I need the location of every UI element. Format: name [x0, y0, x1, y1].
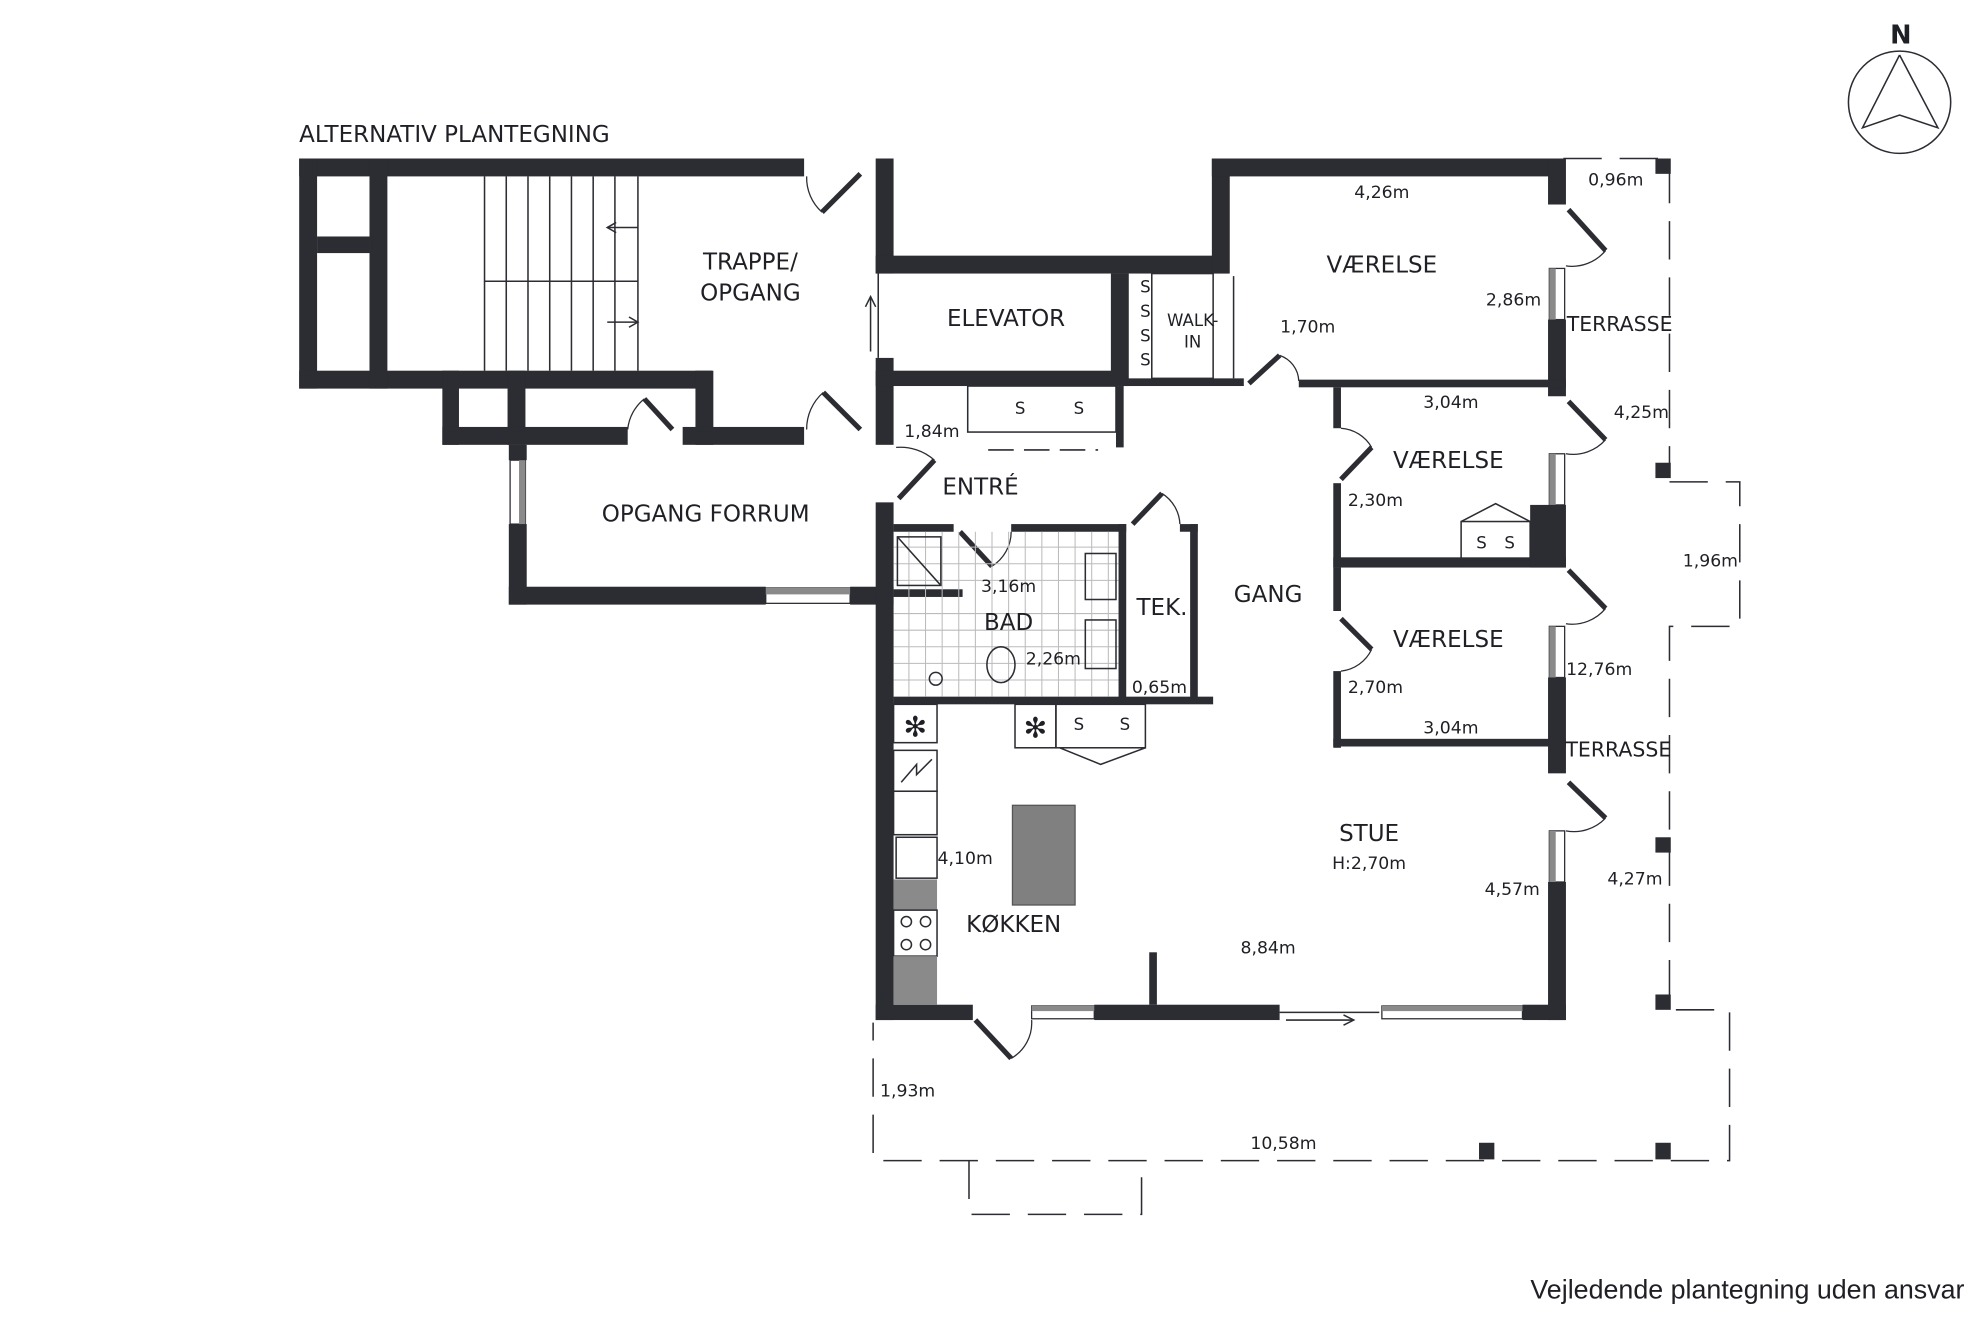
dim-stue-width: 8,84m — [1240, 939, 1295, 959]
fixtures: ✻ ✻ — [892, 272, 1531, 1005]
doors — [627, 172, 1608, 1061]
dim-v2-depth: 2,30m — [1348, 491, 1403, 511]
dimension-labels: 4,26m 2,86m 0,96m 1,70m 3,04m 4,25m 2,30… — [880, 170, 1738, 1154]
dim-terrace-side: 1,96m — [1683, 551, 1738, 571]
storage-mark: S — [1074, 715, 1085, 734]
label-vaerelse-2: VÆRELSE — [1393, 448, 1504, 474]
dim-bad-depth: 2,26m — [1026, 650, 1081, 670]
dim-entre: 1,84m — [904, 422, 959, 442]
label-elevator: ELEVATOR — [947, 306, 1065, 332]
storage-mark: S — [1074, 399, 1085, 418]
storage-mark: S — [1120, 715, 1131, 734]
dim-v1-depth: 2,86m — [1486, 291, 1541, 311]
storage-mark: S — [1476, 533, 1487, 552]
dim-v3-depth: 2,70m — [1348, 678, 1403, 698]
label-opgang: OPGANG — [700, 280, 801, 306]
dim-koekken: 4,10m — [938, 849, 993, 869]
label-terrasse-1: TERRASSE — [1566, 312, 1673, 336]
label-walkin-2: IN — [1184, 333, 1201, 352]
compass-north-label: N — [1890, 20, 1911, 50]
windows — [509, 267, 1566, 1026]
north-compass-icon: N — [1847, 20, 1952, 155]
label-terrasse-2: TERRASSE — [1564, 738, 1671, 762]
freezer-icon: ✻ — [904, 710, 928, 743]
walls — [299, 158, 1566, 1021]
label-vaerelse-3: VÆRELSE — [1393, 627, 1504, 653]
label-stue-height: H:2,70m — [1332, 854, 1406, 874]
label-koekken: KØKKEN — [966, 912, 1061, 938]
dim-terrace-south-width: 10,58m — [1250, 1134, 1316, 1154]
label-stue: STUE — [1339, 821, 1399, 847]
label-gang: GANG — [1234, 582, 1303, 608]
label-vaerelse-1: VÆRELSE — [1327, 252, 1438, 278]
storage-mark: S — [1504, 533, 1515, 552]
dim-terrace-top: 0,96m — [1588, 170, 1643, 190]
storage-mark: S — [1015, 399, 1026, 418]
dim-bad-width: 3,16m — [981, 577, 1036, 597]
storage-mark: S — [1140, 278, 1151, 297]
dim-terrace-south-depth: 1,93m — [880, 1082, 935, 1102]
dim-tek: 0,65m — [1132, 678, 1187, 698]
dim-v1-width: 4,26m — [1354, 183, 1409, 203]
storage-mark: S — [1140, 351, 1151, 370]
dim-terrace-low: 4,27m — [1607, 870, 1662, 890]
dim-walkin: 1,70m — [1280, 317, 1335, 337]
stairs — [483, 176, 880, 371]
label-tek: TEK. — [1136, 595, 1188, 621]
label-walkin: WALK- — [1167, 311, 1218, 330]
terrace-outline — [872, 157, 1741, 1216]
plan-title: ALTERNATIV PLANTEGNING — [299, 122, 610, 148]
label-trappe: TRAPPE/ — [702, 250, 798, 276]
storage-mark: S — [1140, 302, 1151, 321]
bath-tiles — [893, 531, 1119, 697]
dim-stue-depth: 4,57m — [1485, 880, 1540, 900]
storage-marks: S S S S S S S S S S — [1015, 278, 1515, 734]
room-labels: TRAPPE/ OPGANG ELEVATOR WALK- IN VÆRELSE… — [602, 250, 1673, 938]
label-opgang-forrum: OPGANG FORRUM — [602, 502, 810, 528]
dim-terrace-mid: 4,25m — [1614, 403, 1669, 423]
fridge-freezer-icon: ✻ — [1024, 712, 1048, 745]
disclaimer: Vejledende plantegning uden ansvar — [1530, 1275, 1964, 1305]
label-bad: BAD — [984, 610, 1033, 636]
label-entre: ENTRÉ — [942, 473, 1018, 501]
dim-terrace-long: 12,76m — [1566, 660, 1632, 680]
storage-mark: S — [1140, 326, 1151, 345]
dim-v3-width: 3,04m — [1423, 719, 1478, 739]
dim-v2-width: 3,04m — [1423, 393, 1478, 413]
